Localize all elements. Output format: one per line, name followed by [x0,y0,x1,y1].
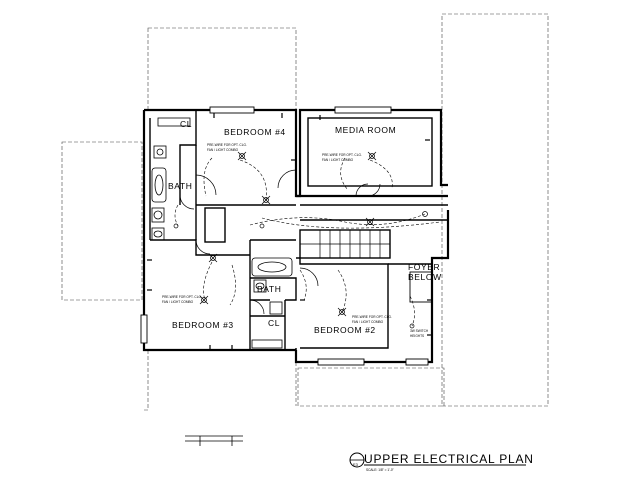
plumbing-fixtures [151,117,293,349]
bedroom-4-label: BEDROOM #4 [224,127,286,137]
prewire-note-media-line2: FAN / LIGHT COMBO [322,158,354,162]
stair-treads [300,230,390,258]
foyer-label-line1: FOYER [408,262,440,272]
foyer-label-line2: BELOW [408,272,442,282]
circuit-lines [174,157,441,327]
closet-lower-label: CL [268,318,280,328]
bath-upper-label: BATH [168,181,192,191]
windows [140,106,433,366]
switch-note-line2: HEIGHTS [410,334,424,338]
roof-outlines [61,13,549,411]
light-fixtures [173,151,428,329]
porch-lines [185,435,243,446]
prewire-note-bedroom4-line2: FAN / LIGHT COMBO [207,148,239,152]
interior-walls [149,110,448,362]
bedroom-2-label: BEDROOM #2 [314,325,376,335]
prewire-note-bedroom4-line1: PRE-WIRE FOR OPT. CLG. [207,143,247,147]
scale-note: SCALE: 1/8" = 1'-0" [366,468,394,472]
prewire-note-bedroom2-line2: FAN / LIGHT COMBO [352,320,384,324]
bedroom-3-label: BEDROOM #3 [172,320,234,330]
media-room-label: MEDIA ROOM [335,125,396,135]
plan-title: UPPER ELECTRICAL PLAN [364,452,534,466]
sheet-marker-label: E3 [353,462,359,467]
title-block: E3 UPPER ELECTRICAL PLAN SCALE: 1/8" = 1… [349,452,534,472]
outlet-marks [147,113,432,350]
prewire-note-bedroom3-line2: FAN / LIGHT COMBO [162,300,194,304]
prewire-note-bedroom3-line1: PRE-WIRE FOR OPT. CLG. [162,295,202,299]
prewire-note-media-line1: PRE-WIRE FOR OPT. CLG. [322,153,362,157]
switch-note-line1: 3W SWITCH [410,329,429,333]
bath-lower-label: BATH [257,284,281,294]
prewire-note-bedroom2-line1: PRE-WIRE FOR OPT. CLG. [352,315,392,319]
closet-upper-label: CL [180,119,192,129]
door-swings [179,169,381,315]
